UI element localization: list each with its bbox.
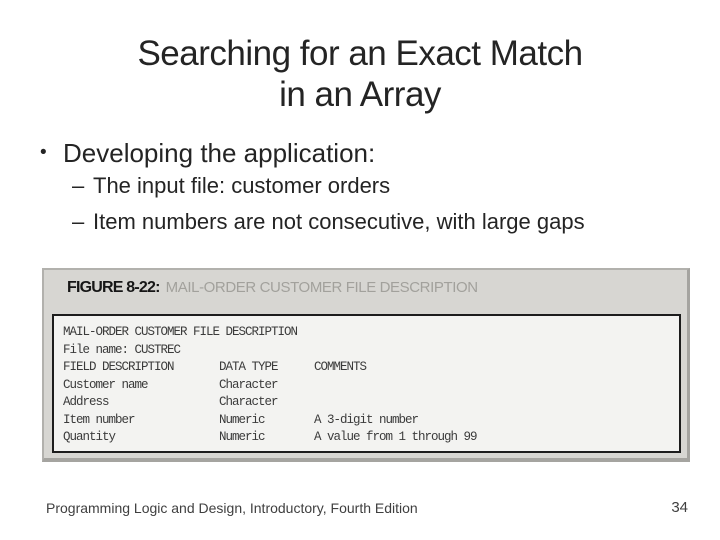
bullet-text: Developing the application: <box>63 138 376 168</box>
table-filename-row: File name: CUSTREC <box>63 342 679 360</box>
cell-field: Address <box>63 395 110 409</box>
cell-comment: A value from 1 through 99 <box>314 430 478 444</box>
table-row: Quantity Numeric A value from 1 through … <box>63 429 679 447</box>
cell-type: Character <box>219 377 279 392</box>
slide-title-line-1: Searching for an Exact Match <box>137 34 583 73</box>
cell-field: Customer name <box>63 377 149 392</box>
cell-type: Numeric <box>219 430 266 444</box>
footer-edition-text: Programming Logic and Design, Introducto… <box>46 500 418 516</box>
figure-caption: FIGURE 8-22: MAIL-ORDER CUSTOMER FILE DES… <box>67 279 478 297</box>
header-comments: COMMENTS <box>314 360 367 374</box>
figure-caption-label: FIGURE 8-22: <box>67 279 160 296</box>
sub-bullet-item: – The input file: customer orders <box>72 173 585 199</box>
header-data-type: DATA TYPE <box>219 360 279 374</box>
dash-icon: – <box>72 209 85 234</box>
slide-title: Searching for an Exact Match in an Array <box>0 33 720 115</box>
bullet-dot-icon: • <box>40 142 47 163</box>
table-header-row: FIELD DESCRIPTION DATA TYPE COMMENTS <box>63 359 679 377</box>
header-field-description: FIELD DESCRIPTION <box>63 360 175 374</box>
table-title: MAIL-ORDER CUSTOMER FILE DESCRIPTION <box>63 325 298 339</box>
cell-field: Quantity <box>63 430 116 444</box>
cell-comment: A 3-digit number <box>314 412 419 427</box>
cell-type: Numeric <box>219 412 266 427</box>
sub-bullet-text: Item numbers are not consecutive, with l… <box>93 209 585 234</box>
sub-bullet-list: – The input file: customer orders – Item… <box>72 173 585 245</box>
cell-type: Character <box>219 395 279 409</box>
table-row: Item number Numeric A 3-digit number <box>63 412 679 430</box>
slide-title-line-2: in an Array <box>279 75 441 114</box>
sub-bullet-item: – Item numbers are not consecutive, with… <box>72 209 585 235</box>
table-row: Address Character <box>63 394 679 412</box>
page-number: 34 <box>671 499 688 516</box>
cell-field: Item number <box>63 412 136 427</box>
dash-icon: – <box>72 173 85 198</box>
file-description-panel: MAIL-ORDER CUSTOMER FILE DESCRIPTION Fil… <box>52 314 681 453</box>
sub-bullet-text: The input file: customer orders <box>93 173 391 198</box>
table-row: Customer name Character <box>63 377 679 395</box>
figure-8-22: FIGURE 8-22: MAIL-ORDER CUSTOMER FILE DES… <box>42 268 690 462</box>
table-title-row: MAIL-ORDER CUSTOMER FILE DESCRIPTION <box>63 324 679 342</box>
figure-caption-text: MAIL-ORDER CUSTOMER FILE DESCRIPTION <box>165 279 478 296</box>
table-filename: File name: CUSTREC <box>63 342 181 357</box>
bullet-item: • Developing the application: <box>40 138 375 168</box>
